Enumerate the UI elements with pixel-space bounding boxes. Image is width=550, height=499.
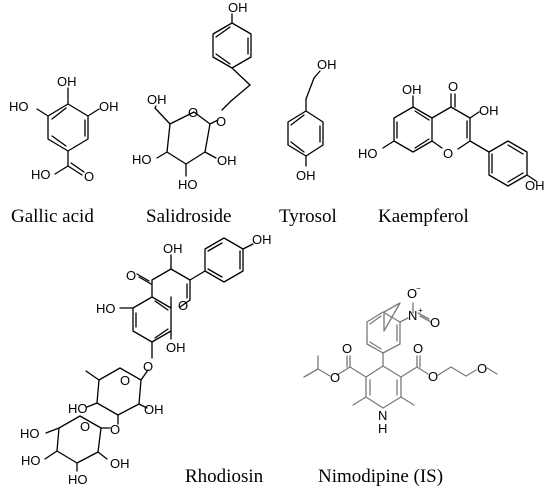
nimodipine-h-ring: H <box>378 421 387 436</box>
nimodipine-o-nitro-top: O <box>407 286 417 301</box>
nimodipine-o-ester-left: O <box>330 370 340 385</box>
rhodiosin-ho-5: HO <box>96 301 116 316</box>
salidroside-ho-left: HO <box>132 152 152 167</box>
nimodipine-o-carbonyl-left: O <box>342 341 352 356</box>
nimodipine-n-charge: + <box>418 306 423 315</box>
tyrosol-oh-bottom: OH <box>296 168 316 183</box>
rhodiosin-o-sugar2: O <box>80 419 90 434</box>
gallic-oh-right: OH <box>99 99 119 114</box>
salidroside-ho-bottom: HO <box>178 177 198 192</box>
rhodiosin-label: Rhodiosin <box>185 466 264 487</box>
kaempferol-o-4: O <box>448 79 458 94</box>
rhodiosin-o-ring: O <box>178 298 188 313</box>
nimodipine-n-nitro: N <box>408 308 417 323</box>
salidroside-o-ring: O <box>188 105 198 120</box>
rhodiosin-oh-ch2: HO <box>20 426 40 441</box>
kaempferol-oh-4p: OH <box>525 178 545 193</box>
nimodipine-n-ring: N <box>378 408 387 423</box>
rhodiosin-oh-3: OH <box>163 241 183 256</box>
kaempferol-oh-5: OH <box>402 82 422 97</box>
rhodiosin-oh-sugar2-right: OH <box>110 456 130 471</box>
salidroside-structure: OH O O OH OH HO HO Salidroside <box>132 0 252 227</box>
nimodipine-o-ester-right: O <box>428 369 438 384</box>
rhodiosin-ho-sugar1: HO <box>68 401 88 416</box>
salidroside-oh-phenol: OH <box>228 0 248 15</box>
kaempferol-label: Kaempferol <box>378 206 469 227</box>
kaempferol-oh-3: OH <box>479 103 499 118</box>
nimodipine-o-methoxy: O <box>477 361 487 376</box>
rhodiosin-oh-4p: OH <box>252 232 272 247</box>
rhodiosin-ho-sugar2-left: HO <box>21 453 41 468</box>
tyrosol-label: Tyrosol <box>279 206 337 227</box>
rhodiosin-o-link: O <box>110 422 120 437</box>
gallic-oh-top: OH <box>57 74 77 89</box>
rhodiosin-oh-8: OH <box>166 340 186 355</box>
nimodipine-o-charge: − <box>416 284 421 293</box>
salidroside-label: Salidroside <box>146 206 232 227</box>
gallic-o-carbonyl: O <box>84 169 94 184</box>
salidroside-oh-ch2: OH <box>147 92 167 107</box>
rhodiosin-ho-sugar2-bottom: HO <box>68 472 88 487</box>
nimodipine-o-nitro: O <box>430 315 440 330</box>
tyrosol-oh-top: OH <box>317 57 337 72</box>
kaempferol-structure: OH O OH O HO OH Kaempferol <box>358 79 545 227</box>
gallic-acid-label: Gallic acid <box>11 206 94 227</box>
nimodipine-structure: O − N + O O O O O O N H Nimodipine (IS) <box>303 284 498 487</box>
gallic-acid-structure: OH OH HO HO O Gallic acid <box>9 74 119 227</box>
gallic-ho-acid: HO <box>31 167 51 182</box>
kaempferol-o-ring: O <box>443 146 453 161</box>
rhodiosin-structure: OH OH O O HO OH O O HO OH O O HO OH HO H… <box>20 232 272 487</box>
nimodipine-o-carbonyl-right: O <box>413 341 423 356</box>
rhodiosin-o-glycosidic: O <box>143 359 153 374</box>
tyrosol-structure: OH OH Tyrosol <box>279 57 337 227</box>
rhodiosin-o-4: O <box>126 268 136 283</box>
rhodiosin-oh-sugar1: OH <box>144 402 164 417</box>
rhodiosin-o-sugar1: O <box>120 373 130 388</box>
salidroside-oh-right: OH <box>217 153 237 168</box>
nimodipine-label: Nimodipine (IS) <box>318 466 443 487</box>
gallic-ho-left: HO <box>9 99 29 114</box>
salidroside-o-glycosidic: O <box>216 114 226 129</box>
kaempferol-ho-7: HO <box>358 146 378 161</box>
